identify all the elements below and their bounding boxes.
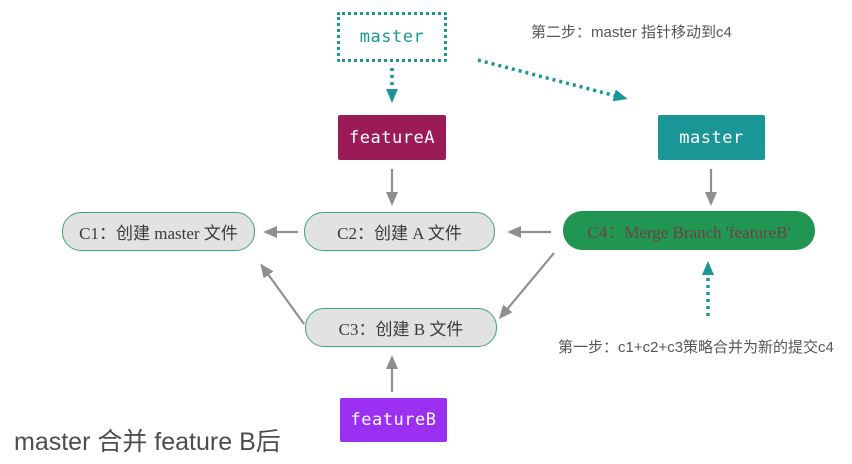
arrow-c4-to-c3	[498, 252, 555, 320]
branch-label-featureA: featureA	[338, 115, 446, 160]
branch-label-featureB: featureB	[340, 398, 447, 442]
diagram-caption: master 合并 feature B后	[14, 428, 281, 456]
commit-node-c4: C4：Merge Branch 'featureB'	[563, 211, 815, 250]
annotation-step2: 第二步：master 指针移动到c4	[531, 24, 732, 41]
arrow-master-pointer-move	[477, 58, 628, 102]
commit-node-c3: C3：创建 B 文件	[305, 308, 497, 347]
branch-label-master-previous: master	[337, 12, 447, 62]
branch-label-master: master	[658, 115, 765, 160]
annotation-step1: 第一步：c1+c2+c3策略合并为新的提交c4	[558, 339, 834, 356]
arrow-c3-to-c1	[260, 263, 305, 325]
commit-node-c2: C2：创建 A 文件	[304, 212, 495, 251]
commit-node-c1: C1：创建 master 文件	[62, 212, 255, 251]
